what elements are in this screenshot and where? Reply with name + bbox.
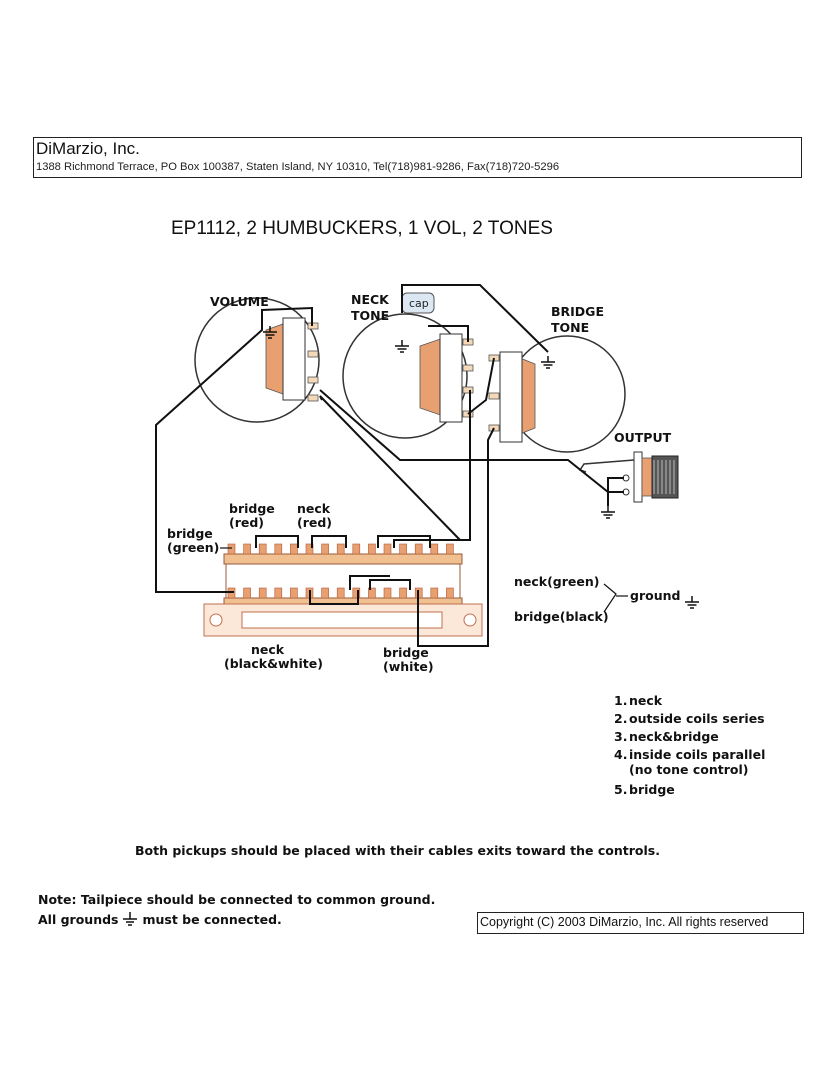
bridge-tone-pot: [488, 335, 626, 453]
ground-label: ground: [630, 588, 680, 603]
bridge-black-label: bridge(black): [514, 609, 609, 624]
neck-green-label: neck(green): [514, 574, 600, 589]
volume-label: VOLUME: [210, 294, 269, 309]
switch-lug: [336, 543, 345, 555]
bridge-green-label-1: bridge: [167, 526, 213, 541]
neck-red-label-1: neck: [297, 501, 331, 516]
switch-lug: [368, 543, 376, 555]
switch-lugs-top: [227, 543, 454, 555]
switch-lug: [430, 587, 439, 599]
switch-lug: [446, 587, 454, 599]
bridge-white-label-2: (white): [383, 659, 434, 674]
bridge-tone-label-1: BRIDGE: [551, 304, 604, 319]
bridge-green-label-2: (green): [167, 540, 219, 555]
company-address: 1388 Richmond Terrace, PO Box 100387, St…: [36, 161, 560, 173]
switch-lug: [290, 543, 298, 555]
cap-label: cap: [409, 297, 429, 310]
placement-note: Both pickups should be placed with their…: [135, 843, 660, 858]
switch-lug: [258, 543, 267, 555]
switch-lugs-bottom: [227, 587, 454, 599]
position-4: 4.inside coils parallel(no tone control): [614, 747, 766, 777]
switch-lug: [383, 587, 392, 599]
position-3: 3.neck&bridge: [614, 729, 719, 744]
neck-red-label-2: (red): [297, 515, 332, 530]
tailpiece-note: Note: Tailpiece should be connected to c…: [38, 892, 436, 907]
company-name: DiMarzio, Inc.: [36, 139, 140, 158]
switch-lug: [243, 543, 251, 555]
ground-icon: [122, 911, 138, 930]
copyright-box: Copyright (C) 2003 DiMarzio, Inc. All ri…: [477, 912, 804, 934]
neck-bw-label-1: neck: [251, 642, 285, 657]
switch-lug: [430, 543, 439, 555]
pickup-ground-icon: [684, 595, 700, 609]
switch-lug: [321, 543, 329, 555]
switch-lug: [399, 587, 407, 599]
wires: [155, 284, 624, 647]
switch-lug: [290, 587, 298, 599]
switch-lug: [399, 543, 407, 555]
switch-lug: [336, 587, 345, 599]
switch-lug: [243, 587, 251, 599]
neck-tone-label-1: NECK: [351, 292, 390, 307]
switch-lug: [352, 587, 361, 599]
switch-positions-legend: 1.neck 2.outside coils series 3.neck&bri…: [614, 692, 765, 799]
switch-lug: [446, 543, 454, 555]
volume-pot: [194, 297, 320, 423]
bridge-tone-label-2: TONE: [551, 320, 589, 335]
neck-tone-pot: [342, 313, 474, 439]
header-box: DiMarzio, Inc. 1388 Richmond Terrace, PO…: [33, 137, 802, 178]
switch-lug: [258, 587, 267, 599]
bridge-white-label-1: bridge: [383, 645, 429, 660]
switch-lug: [227, 543, 236, 555]
ground-bracket: [603, 583, 617, 613]
switch-lug: [274, 543, 283, 555]
switch-lug: [414, 543, 423, 555]
switch-lug: [274, 587, 283, 599]
bridge-red-label-2: (red): [229, 515, 264, 530]
neck-bw-label-2: (black&white): [224, 656, 323, 671]
switch-lug: [321, 587, 329, 599]
position-2: 2.outside coils series: [614, 711, 765, 726]
output-jack: [578, 451, 679, 503]
switch-lug: [352, 543, 361, 555]
neck-tone-label-2: TONE: [351, 308, 389, 323]
switch-lug: [305, 543, 314, 555]
switch-lug: [383, 543, 392, 555]
position-1: 1.neck: [614, 693, 663, 708]
position-5: 5.bridge: [614, 782, 675, 797]
output-ground-icon: [600, 505, 616, 519]
bridge-red-label-1: bridge: [229, 501, 275, 516]
diagram-title: EP1112, 2 HUMBUCKERS, 1 VOL, 2 TONES: [171, 218, 553, 239]
switch-lug: [368, 587, 376, 599]
output-label: OUTPUT: [614, 430, 672, 445]
